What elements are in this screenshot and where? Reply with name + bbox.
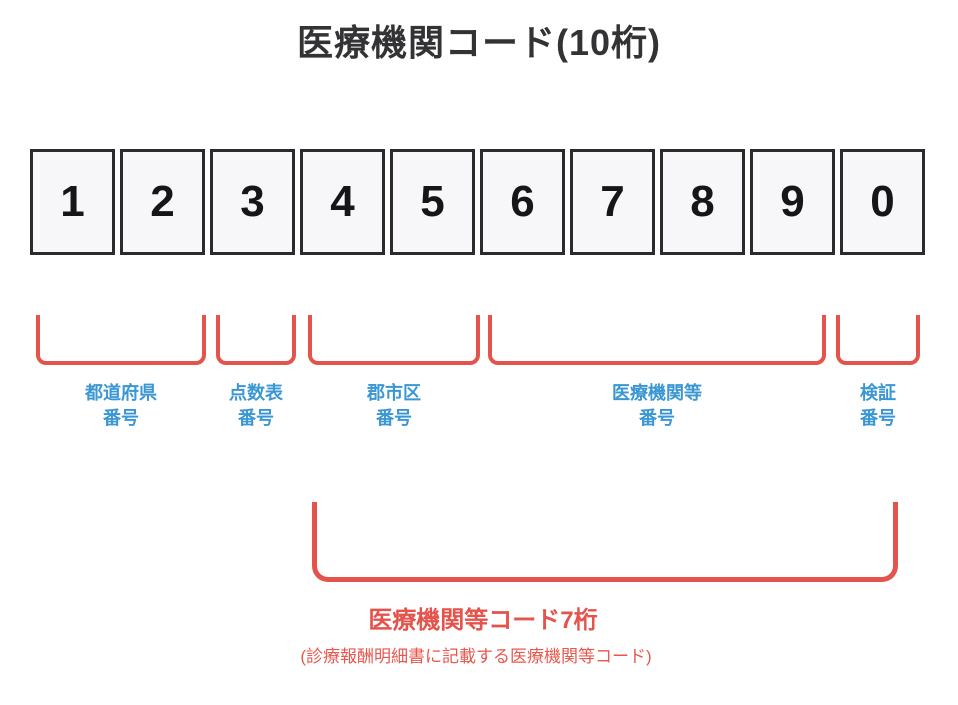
prefecture-number-label: 都道府県 番号: [21, 381, 221, 431]
label-line1: 都道府県: [85, 383, 157, 403]
digit-value: 1: [60, 177, 85, 226]
county-city-number-label: 郡市区 番号: [294, 381, 494, 431]
page-title: 医療機関コード(10桁): [296, 22, 662, 63]
digit-value: 7: [600, 177, 625, 226]
digit-row: 1 2 3 4 5 6 7 8 9 0: [30, 149, 925, 255]
digit-value: 9: [780, 177, 805, 226]
institution-number-label: 医療機関等 番号: [557, 381, 757, 431]
point-table-number-label: 点数表 番号: [156, 381, 356, 431]
label-line1: 検証: [860, 383, 896, 403]
digit-box-1: 1: [30, 149, 115, 255]
seven-digit-code-sublabel: (診療報酬明細書に記載する医療機関等コード): [300, 647, 652, 666]
institution-group-bracket: [488, 315, 826, 365]
digit-box-5: 5: [390, 149, 475, 255]
seven-digit-code-label: 医療機関等コード7桁: [368, 607, 598, 634]
digit-box-7: 7: [570, 149, 655, 255]
digit-value: 4: [330, 177, 355, 226]
label-line2: 番号: [103, 408, 139, 428]
digit-value: 5: [420, 177, 445, 226]
digit-value: 6: [510, 177, 535, 226]
seven-digit-code-bracket: [312, 502, 898, 582]
label-line1: 点数表: [229, 383, 283, 403]
digit-value: 0: [870, 177, 895, 226]
check-digit-group-bracket: [836, 315, 920, 365]
digit-box-6: 6: [480, 149, 565, 255]
label-line1: 郡市区: [367, 383, 421, 403]
point-table-group-bracket: [216, 315, 296, 365]
digit-value: 8: [690, 177, 715, 226]
label-line2: 番号: [238, 408, 274, 428]
label-line2: 番号: [376, 408, 412, 428]
prefecture-group-bracket: [36, 315, 206, 365]
digit-box-4: 4: [300, 149, 385, 255]
county-city-group-bracket: [308, 315, 480, 365]
label-line2: 番号: [860, 408, 896, 428]
digit-box-9: 9: [750, 149, 835, 255]
digit-value: 3: [240, 177, 265, 226]
digit-box-10: 0: [840, 149, 925, 255]
digit-value: 2: [150, 177, 175, 226]
check-digit-number-label: 検証 番号: [778, 381, 958, 431]
digit-box-3: 3: [210, 149, 295, 255]
digit-box-8: 8: [660, 149, 745, 255]
digit-box-2: 2: [120, 149, 205, 255]
label-line2: 番号: [639, 408, 675, 428]
label-line1: 医療機関等: [612, 383, 702, 403]
